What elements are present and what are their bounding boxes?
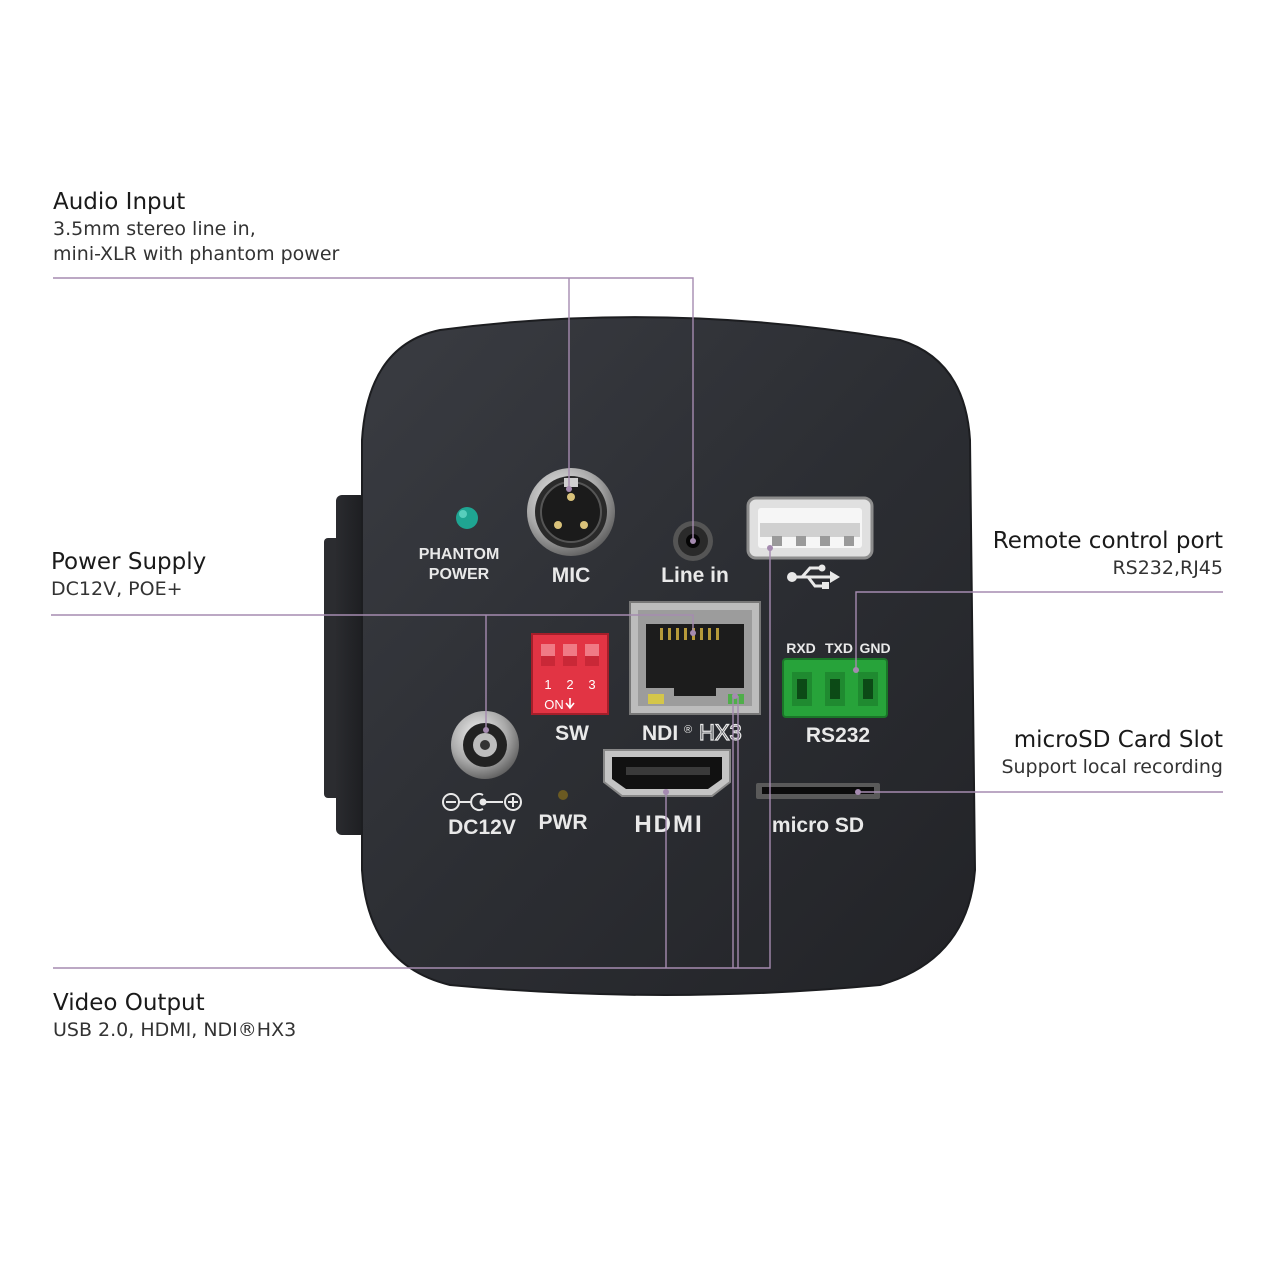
pwr-led-icon <box>558 790 568 800</box>
phantom-led-icon <box>456 507 478 529</box>
callout-line: mini-XLR with phantom power <box>53 243 340 265</box>
xlr-connector-icon <box>527 468 615 556</box>
label-rxd: RXD <box>786 640 816 656</box>
dip-switch: 1 2 3 ON <box>531 633 609 715</box>
dc-jack-icon <box>451 711 519 779</box>
callout-video-output: Video Output USB 2.0, HDMI, NDI®HX3 <box>53 988 296 1043</box>
label-dc12v: DC12V <box>448 816 516 839</box>
dc-polarity-icon <box>442 793 522 811</box>
label-rs232: RS232 <box>806 724 870 747</box>
side-fin <box>324 495 366 835</box>
usb-icon <box>787 564 840 589</box>
hdmi-port-icon <box>603 749 731 797</box>
usb-port <box>746 496 874 560</box>
rs232-terminal-block <box>782 658 888 718</box>
callout-title: Audio Input <box>53 189 186 215</box>
label-pwr: PWR <box>539 811 588 834</box>
callout-title: Video Output <box>53 990 205 1016</box>
dip-number: 1 <box>544 677 551 692</box>
callout-power-supply: Power Supply DC12V, POE+ <box>51 547 206 602</box>
label-sw: SW <box>555 722 589 745</box>
callout-title: Remote control port <box>992 528 1223 554</box>
rj45-port-icon <box>629 601 761 715</box>
label-gnd: GND <box>859 640 890 656</box>
callout-line: 3.5mm stereo line in, <box>53 218 256 240</box>
leader-remote <box>855 591 1223 670</box>
label-phantom: PHANTOM <box>419 546 500 563</box>
leader-power <box>51 614 694 633</box>
label-micro-sd: micro SD <box>772 814 864 837</box>
label-hdmi: HDMI <box>634 811 703 838</box>
callout-microsd: microSD Card Slot Support local recordin… <box>1001 725 1223 780</box>
callout-line: DC12V, POE+ <box>51 578 183 600</box>
label-power: POWER <box>429 566 490 583</box>
leader-video <box>53 548 771 969</box>
callout-audio-input: Audio Input 3.5mm stereo line in, mini-X… <box>53 187 339 267</box>
label-ndi: NDI <box>642 722 678 745</box>
label-ndi-suffix: HX3 <box>699 720 742 745</box>
label-mic: MIC <box>552 564 591 587</box>
callout-line: USB 2.0, HDMI, NDI®HX3 <box>53 1019 297 1041</box>
callout-line: RS232,RJ45 <box>1112 557 1223 579</box>
label-line-in: Line in <box>661 564 729 587</box>
dip-number: 2 <box>566 677 573 692</box>
callout-remote-control: Remote control port RS232,RJ45 <box>993 526 1223 581</box>
callout-title: microSD Card Slot <box>1013 727 1223 753</box>
dip-number: 3 <box>588 677 595 692</box>
label-txd: TXD <box>825 640 853 656</box>
callout-line: Support local recording <box>1001 756 1223 778</box>
dip-on-label: ON <box>544 697 564 712</box>
microsd-slot-icon <box>756 783 880 799</box>
registered-mark-icon: ® <box>684 724 692 736</box>
leader-lines <box>51 277 1223 969</box>
callout-title: Power Supply <box>51 549 207 575</box>
leader-audio <box>53 277 694 541</box>
